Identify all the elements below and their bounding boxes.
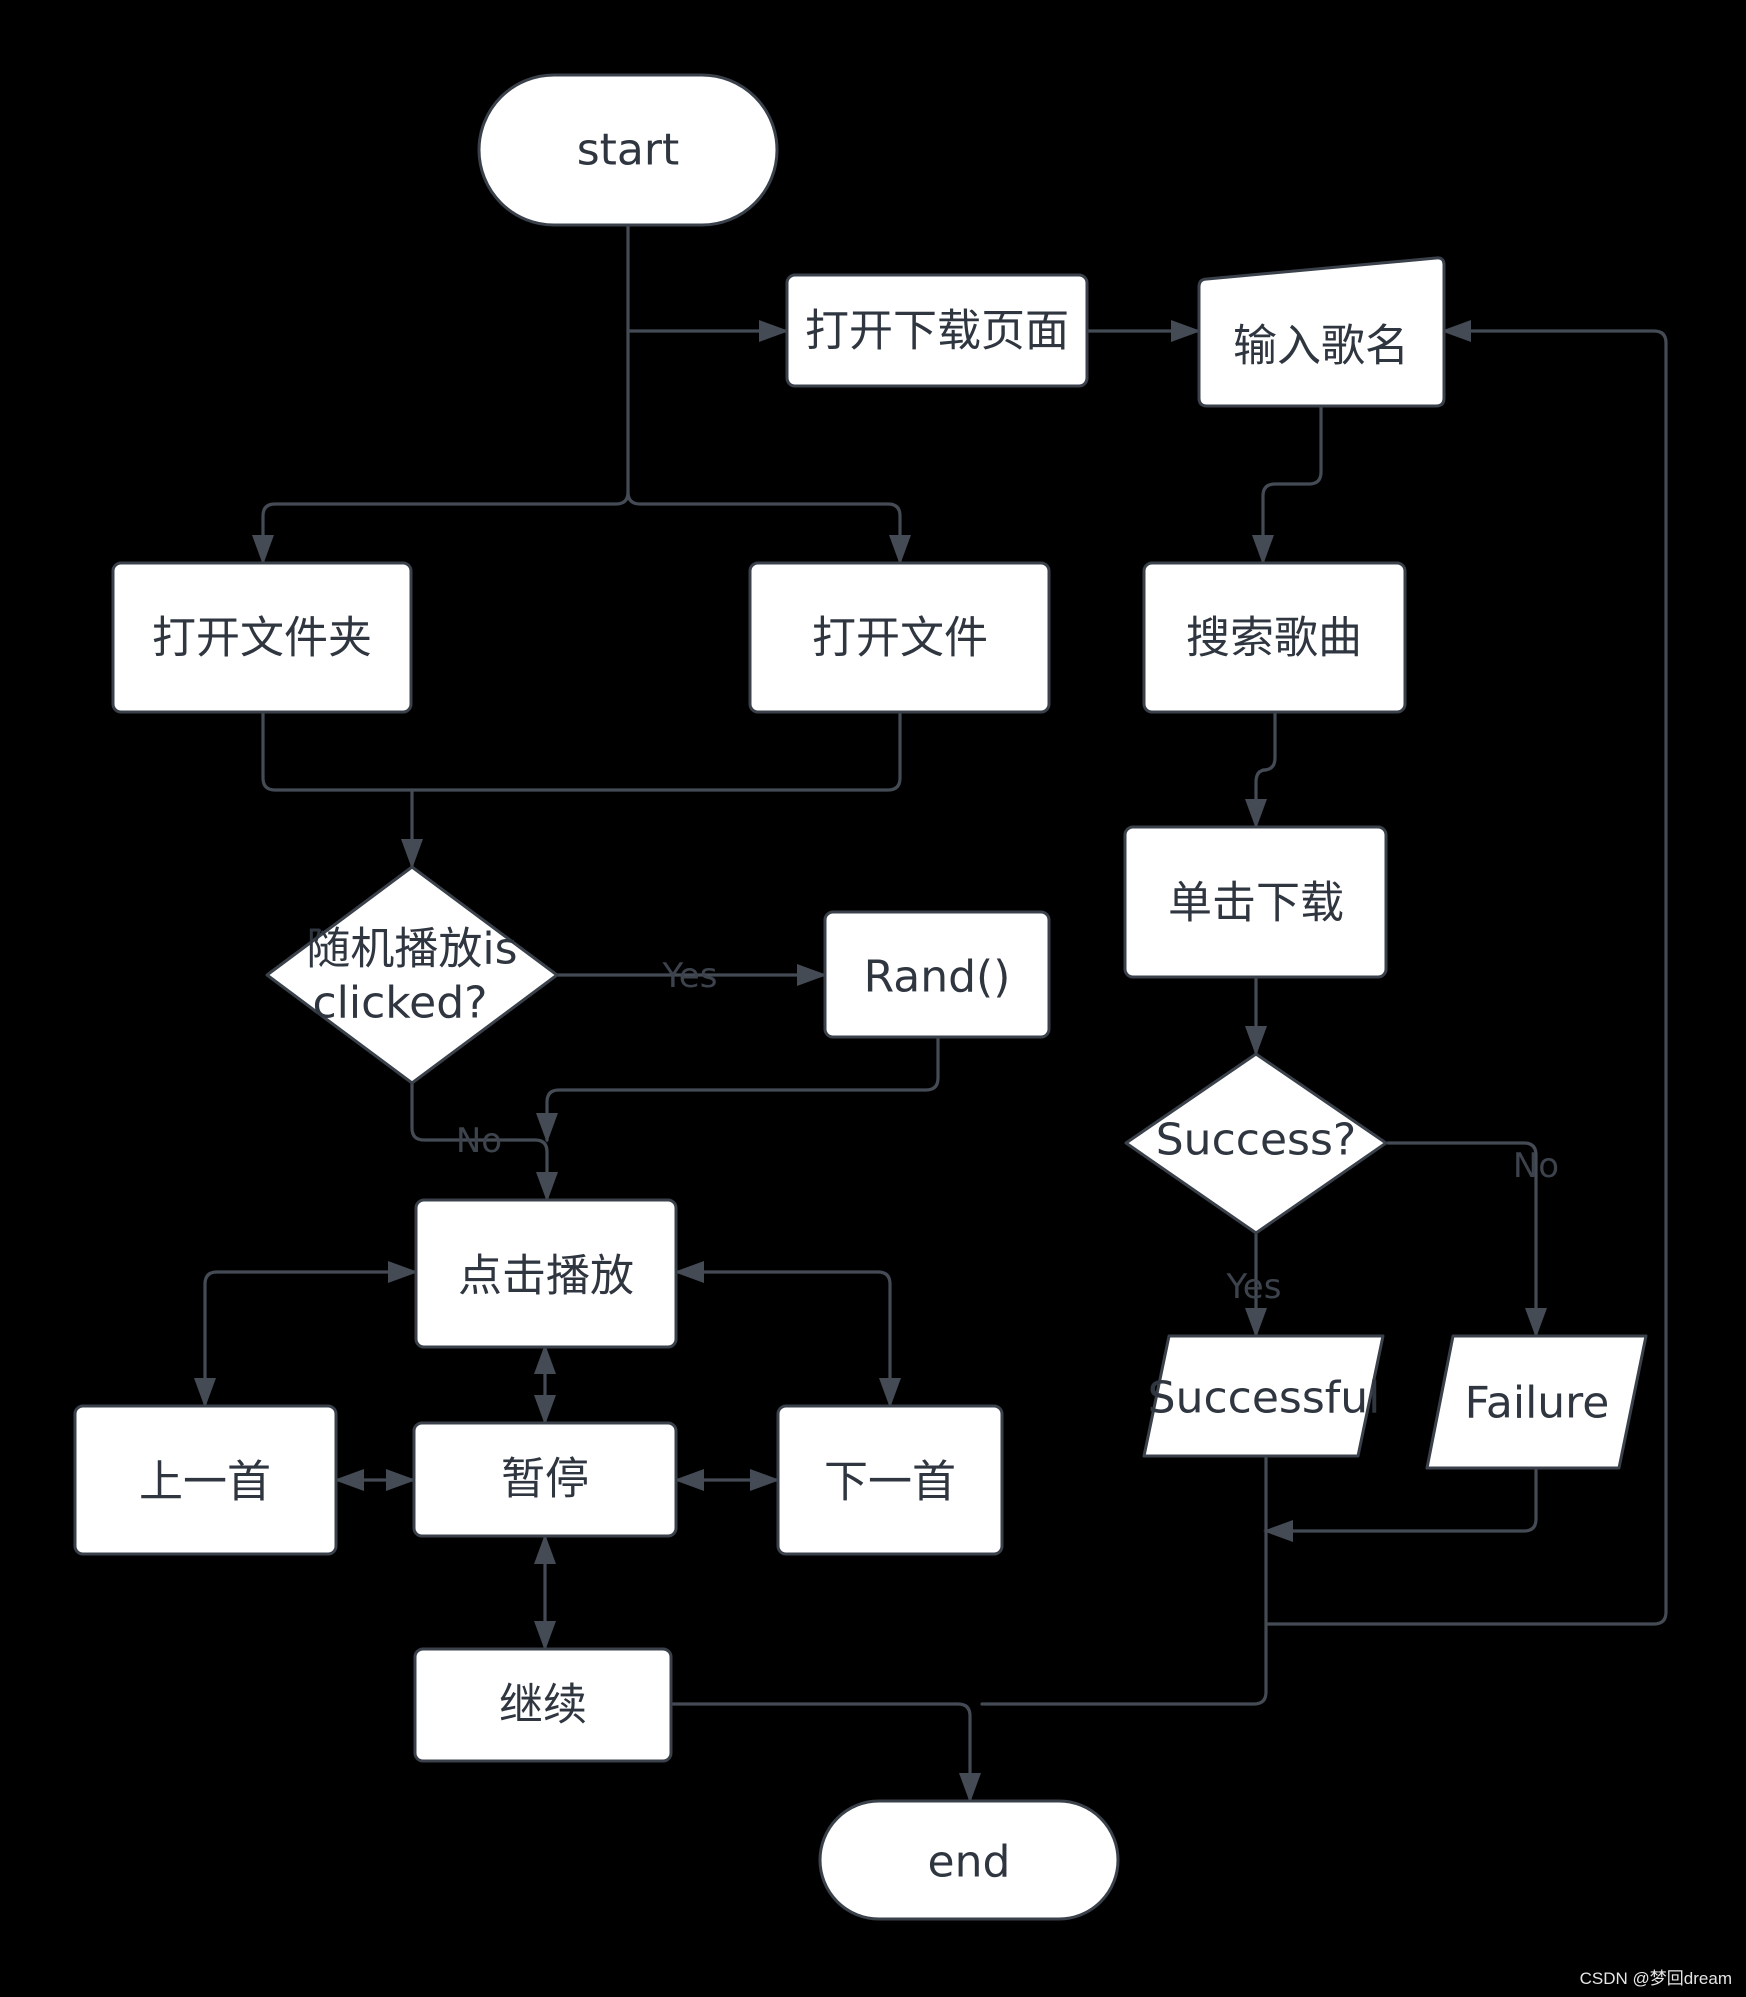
random-play-decision-label-line1: 随机播放is [306, 924, 517, 975]
end-label: end [928, 1837, 1011, 1888]
next-box[interactable]: 下一首 [776, 1404, 1004, 1556]
start-terminal[interactable]: start [477, 73, 779, 227]
click-play-label: 点击播放 [458, 1251, 634, 1302]
success-decision[interactable]: Success? [1124, 1052, 1388, 1235]
click-download-box[interactable]: 单击下载 [1123, 825, 1388, 979]
edges [194, 223, 1668, 1803]
edge-continue-to-end [669, 1702, 981, 1803]
edge-folder-merge [261, 710, 402, 792]
failure-box[interactable]: Failure [1425, 1334, 1648, 1470]
edge-failure-merge [1263, 1468, 1538, 1542]
rand-box[interactable]: Rand() [823, 910, 1051, 1039]
pause-box[interactable]: 暂停 [412, 1421, 678, 1538]
edge-play-next [674, 1261, 901, 1408]
nodes: start 打开下载页面 输入歌名 打开文件夹 打开文件 搜索歌曲 [73, 73, 1648, 1921]
open-folder-box[interactable]: 打开文件夹 [111, 561, 413, 714]
edge-input-to-search [1252, 404, 1323, 565]
previous-label: 上一首 [139, 1457, 271, 1508]
watermark: CSDN @梦回dream [1580, 1969, 1732, 1988]
continue-box[interactable]: 继续 [413, 1647, 673, 1763]
edge-decision-no-to-play [410, 1081, 558, 1202]
open-file-label: 打开文件 [812, 613, 988, 664]
edge-label-no-failure: No [1513, 1146, 1559, 1186]
edge-play-previous [194, 1261, 418, 1408]
edge-file-merge [398, 710, 902, 792]
open-file-box[interactable]: 打开文件 [748, 561, 1051, 714]
edge-to-open-folder [252, 490, 630, 565]
search-song-box[interactable]: 搜索歌曲 [1142, 561, 1407, 714]
open-download-page-box[interactable]: 打开下载页面 [785, 273, 1089, 388]
edge-search-to-download [1245, 710, 1277, 829]
rand-label: Rand() [864, 952, 1011, 1003]
edge-labels: Yes No No Yes [456, 956, 1559, 1307]
open-download-page-label: 打开下载页面 [805, 306, 1069, 357]
open-folder-label: 打开文件夹 [152, 613, 372, 664]
edge-rand-to-play [536, 1035, 940, 1143]
search-song-label: 搜索歌曲 [1186, 613, 1362, 664]
edge-label-no-play: No [456, 1121, 502, 1161]
success-decision-label: Success? [1156, 1115, 1356, 1166]
successful-label: Successful [1148, 1373, 1381, 1424]
click-download-label: 单击下载 [1168, 878, 1344, 929]
random-play-decision-label-line2: clicked? [312, 978, 487, 1029]
edge-loop-to-input [1264, 320, 1668, 1626]
continue-label: 继续 [499, 1680, 587, 1731]
pause-label: 暂停 [501, 1454, 589, 1505]
click-play-box[interactable]: 点击播放 [414, 1198, 678, 1349]
edge-to-open-file [626, 490, 911, 565]
random-play-decision[interactable]: 随机播放is clicked? [265, 865, 559, 1085]
successful-box[interactable]: Successful [1142, 1334, 1385, 1458]
input-song-name-label: 输入歌名 [1233, 321, 1409, 372]
edge-label-yes-rand: Yes [662, 956, 718, 996]
failure-label: Failure [1465, 1378, 1610, 1429]
edge-successful-down [980, 1456, 1268, 1706]
end-terminal[interactable]: end [818, 1799, 1120, 1921]
next-label: 下一首 [824, 1457, 956, 1508]
edge-success-no-to-failure [1386, 1141, 1547, 1338]
previous-box[interactable]: 上一首 [73, 1404, 338, 1556]
start-label: start [577, 125, 679, 176]
input-song-name-box[interactable]: 输入歌名 [1197, 256, 1446, 408]
edge-label-yes-successful: Yes [1226, 1267, 1282, 1307]
